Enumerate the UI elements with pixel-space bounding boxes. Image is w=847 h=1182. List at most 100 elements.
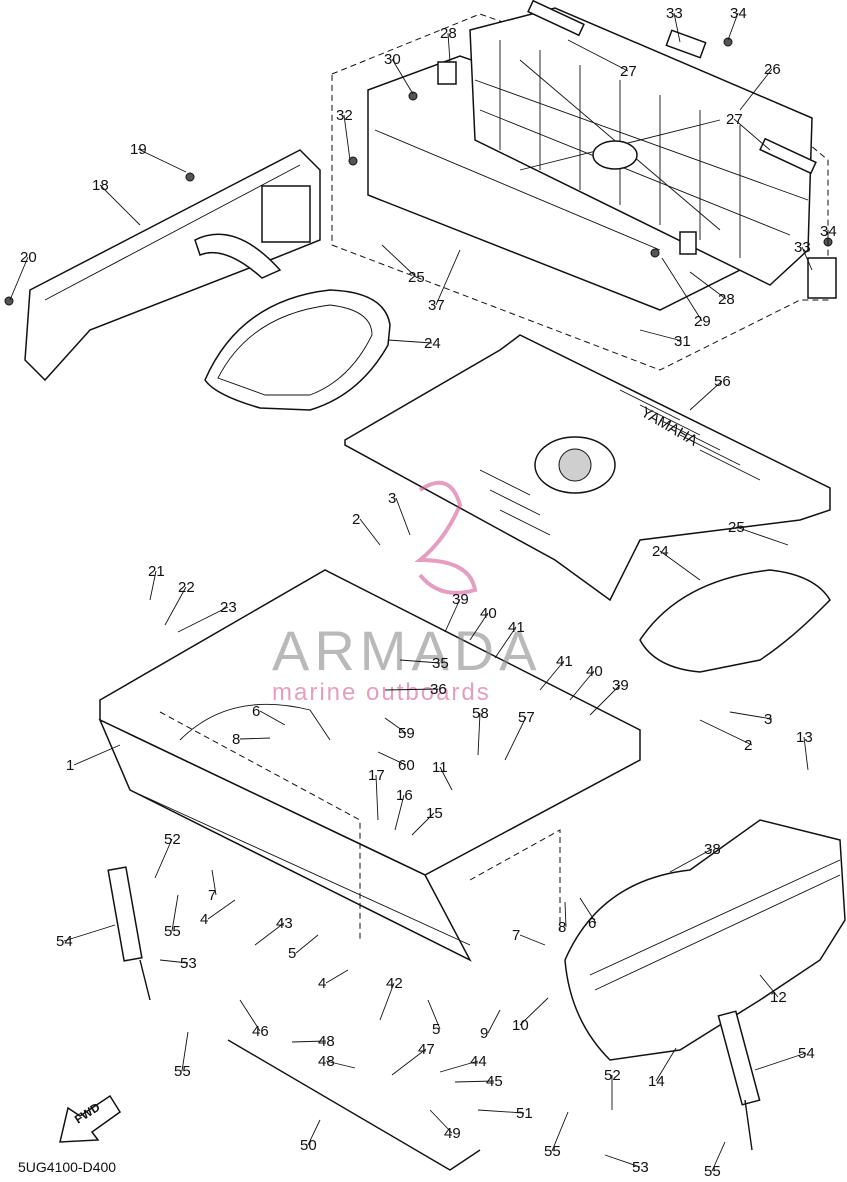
- leader-line: [99, 184, 141, 226]
- leader-line: [154, 838, 173, 879]
- leader-line: [551, 1111, 569, 1152]
- leader-line: [375, 774, 379, 821]
- gas-struts: [107, 866, 761, 1151]
- leader-line: [569, 670, 595, 701]
- leader-line: [539, 660, 565, 691]
- leader-line: [519, 934, 546, 946]
- callout-11: 11: [432, 759, 448, 776]
- callout-34: 34: [730, 5, 747, 22]
- callout-4: 4: [200, 911, 208, 928]
- callout-55: 55: [164, 923, 181, 940]
- callout-28: 28: [718, 291, 735, 308]
- callout-21: 21: [148, 563, 165, 580]
- leader-line: [735, 526, 789, 546]
- callout-9: 9: [480, 1025, 488, 1042]
- callout-36: 36: [430, 681, 447, 698]
- callout-40: 40: [480, 605, 497, 622]
- callout-6: 6: [588, 915, 596, 932]
- callout-52: 52: [164, 831, 181, 848]
- leader-line: [655, 1047, 677, 1082]
- callout-46: 46: [252, 1023, 269, 1040]
- callout-26: 26: [764, 61, 781, 78]
- callout-58: 58: [472, 705, 489, 722]
- leader-line: [447, 32, 451, 63]
- callout-35: 35: [432, 655, 449, 672]
- callout-39: 39: [452, 591, 469, 608]
- callout-54: 54: [798, 1045, 815, 1062]
- callout-47: 47: [418, 1041, 435, 1058]
- callout-38: 38: [704, 841, 721, 858]
- leader-line: [359, 518, 381, 546]
- callout-55: 55: [544, 1143, 561, 1160]
- leader-line: [673, 12, 681, 43]
- leader-line: [239, 999, 261, 1032]
- leader-line: [391, 58, 414, 95]
- leader-line: [689, 380, 723, 411]
- callout-24: 24: [652, 543, 669, 560]
- cargo-bed: [98, 569, 641, 962]
- leader-line: [429, 1109, 453, 1134]
- leader-line: [63, 924, 116, 942]
- callout-33: 33: [794, 239, 811, 256]
- leader-line: [444, 598, 461, 633]
- leader-line: [164, 586, 187, 626]
- callout-53: 53: [180, 955, 197, 972]
- callout-40: 40: [586, 663, 603, 680]
- leader-line: [604, 1154, 641, 1168]
- leader-line: [384, 688, 439, 691]
- leader-line: [291, 1040, 327, 1043]
- callout-23: 23: [220, 599, 237, 616]
- callout-14: 14: [648, 1073, 665, 1090]
- leader-line: [295, 934, 319, 954]
- callout-53: 53: [632, 1159, 649, 1176]
- callout-24: 24: [424, 335, 441, 352]
- leader-line: [343, 114, 351, 161]
- callout-2: 2: [744, 737, 752, 754]
- callout-33: 33: [666, 5, 683, 22]
- leader-line: [379, 982, 395, 1021]
- leader-line: [759, 974, 779, 998]
- callout-45: 45: [486, 1073, 503, 1090]
- leader-line: [325, 1060, 356, 1069]
- leader-line: [801, 246, 813, 271]
- leader-line: [177, 606, 229, 633]
- callout-15: 15: [426, 805, 443, 822]
- leader-line: [699, 719, 753, 746]
- callout-39: 39: [612, 677, 629, 694]
- leader-line: [411, 812, 435, 836]
- rear-fender-panel: [564, 819, 846, 1061]
- leader-line: [307, 1119, 321, 1146]
- tailgate-assembly: [331, 0, 837, 371]
- bed-mat: YAMAHA: [344, 334, 831, 602]
- callout-6: 6: [252, 703, 260, 720]
- fender-upper: [204, 289, 391, 411]
- callout-2: 2: [352, 511, 360, 528]
- fwd-arrow-icon: FWD: [59, 1094, 122, 1143]
- callout-43: 43: [276, 915, 293, 932]
- callout-17: 17: [368, 767, 385, 784]
- callout-44: 44: [470, 1053, 487, 1070]
- callout-13: 13: [796, 729, 813, 746]
- leader-line: [669, 848, 713, 873]
- callout-48: 48: [318, 1033, 335, 1050]
- leader-lines: [9, 12, 829, 1172]
- callout-54: 54: [56, 933, 73, 950]
- leader-line: [435, 249, 461, 306]
- watermark: ARMADA marine outboards: [272, 480, 542, 706]
- callout-50: 50: [300, 1137, 317, 1154]
- leader-line: [494, 626, 517, 659]
- leader-line: [469, 612, 489, 641]
- callout-12: 12: [770, 989, 787, 1006]
- watermark-brand: ARMADA: [272, 619, 542, 682]
- leader-line: [659, 550, 701, 581]
- callout-1: 1: [66, 757, 74, 774]
- callout-29: 29: [694, 313, 711, 330]
- callout-27: 27: [726, 111, 743, 128]
- leader-line: [754, 1052, 807, 1071]
- callout-19: 19: [130, 141, 147, 158]
- callout-32: 32: [336, 107, 353, 124]
- leader-line: [137, 148, 187, 173]
